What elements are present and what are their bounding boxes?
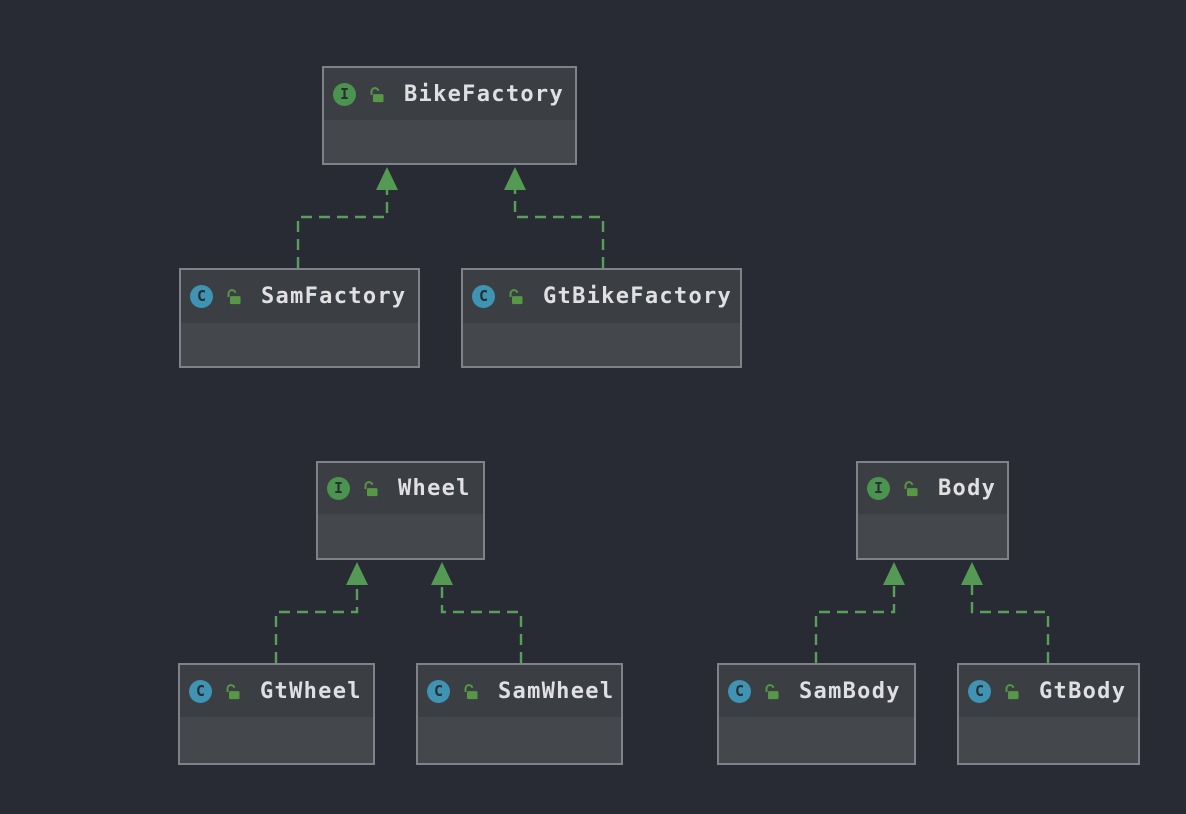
node-header: I Wheel [318,463,483,514]
realization-edge-GtBikeFactory-BikeFactory[interactable] [504,167,605,268]
interface-icon: I [867,477,890,500]
node-label: GtBody [1039,678,1127,704]
uml-node-SamBody[interactable]: C SamBody [717,663,916,765]
realization-edge-GtBody-Body[interactable] [961,562,1050,663]
node-label: GtBikeFactory [543,284,733,309]
node-header: I Body [858,463,1007,514]
unlocked-icon [507,288,524,305]
uml-node-GtBody[interactable]: C GtBody [957,663,1140,765]
edge-dashed-line [296,190,389,268]
unlocked-icon [462,683,479,700]
class-icon: C [728,679,751,703]
unlocked-icon [902,480,919,497]
node-header: C GtBikeFactory [463,270,740,323]
inheritance-arrowhead [883,562,905,585]
realization-edge-SamFactory-BikeFactory[interactable] [296,167,398,268]
edge-dashed-line [970,585,1050,663]
node-label: BikeFactory [404,81,564,107]
class-icon: C [427,679,450,703]
realization-edge-GtWheel-Wheel[interactable] [274,562,368,663]
node-header: C SamFactory [181,270,418,323]
node-label: Wheel [398,476,471,501]
uml-node-SamWheel[interactable]: C SamWheel [416,663,623,765]
class-icon: C [472,285,495,308]
uml-node-BikeFactory[interactable]: I BikeFactory [322,66,577,165]
edge-dashed-line [814,585,896,663]
node-header: I BikeFactory [324,68,575,120]
node-label: GtWheel [260,678,362,704]
inheritance-arrowhead [504,167,526,190]
node-header: C SamWheel [418,665,621,717]
edge-dashed-line [440,585,523,663]
interface-icon: I [333,82,356,106]
uml-node-SamFactory[interactable]: C SamFactory [179,268,420,368]
realization-edge-SamWheel-Wheel[interactable] [431,562,523,663]
inheritance-arrowhead [961,562,983,585]
uml-node-Body[interactable]: I Body [856,461,1009,560]
unlocked-icon [224,683,241,700]
class-icon: C [189,679,212,703]
uml-node-GtBikeFactory[interactable]: C GtBikeFactory [461,268,742,368]
class-icon: C [190,285,213,308]
edge-dashed-line [513,190,605,268]
node-label: SamBody [799,678,901,704]
node-label: SamWheel [498,678,615,704]
unlocked-icon [763,683,780,700]
edge-dashed-line [274,585,359,663]
unlocked-icon [225,288,242,305]
inheritance-arrowhead [376,167,398,190]
unlocked-icon [1003,683,1020,700]
unlocked-icon [368,86,385,103]
realization-edge-SamBody-Body[interactable] [814,562,905,663]
node-label: Body [938,476,997,501]
inheritance-arrowhead [431,562,453,585]
inheritance-arrowhead [346,562,368,585]
uml-node-Wheel[interactable]: I Wheel [316,461,485,560]
node-header: C GtWheel [180,665,373,717]
class-icon: C [968,679,991,703]
node-header: C GtBody [959,665,1138,717]
unlocked-icon [362,480,379,497]
node-header: C SamBody [719,665,914,717]
uml-node-GtWheel[interactable]: C GtWheel [178,663,375,765]
interface-icon: I [327,477,350,500]
node-label: SamFactory [261,284,407,309]
